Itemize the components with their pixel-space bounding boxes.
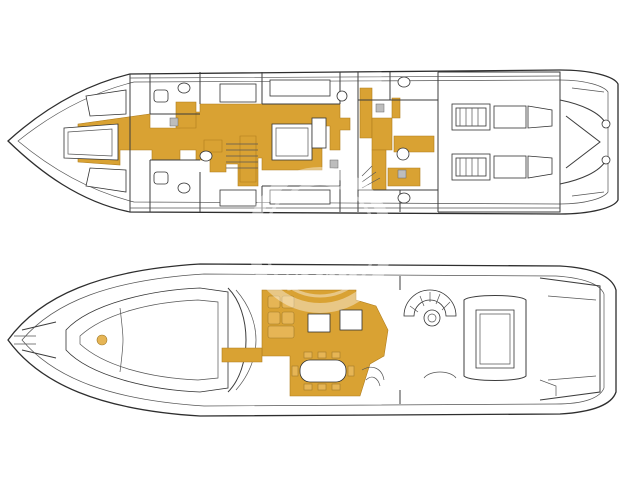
main-deck-plan [7,263,617,417]
engine-room [438,71,611,213]
aft-deck [399,276,601,404]
helm-seats [267,295,363,339]
lower-deck-fixtures [153,76,411,204]
foredeck-sunpad [14,287,229,393]
lower-deck-plan [7,69,619,215]
lower-deck-stairs [226,143,381,189]
watermark-line2: yachts [286,267,359,292]
lower-deck-walls [129,72,439,212]
dining-table [291,351,355,391]
watermark-line1: MEDIA [260,223,380,263]
watermark: MEDIA yachts [247,167,393,313]
aft-spiral-stair [361,289,457,387]
